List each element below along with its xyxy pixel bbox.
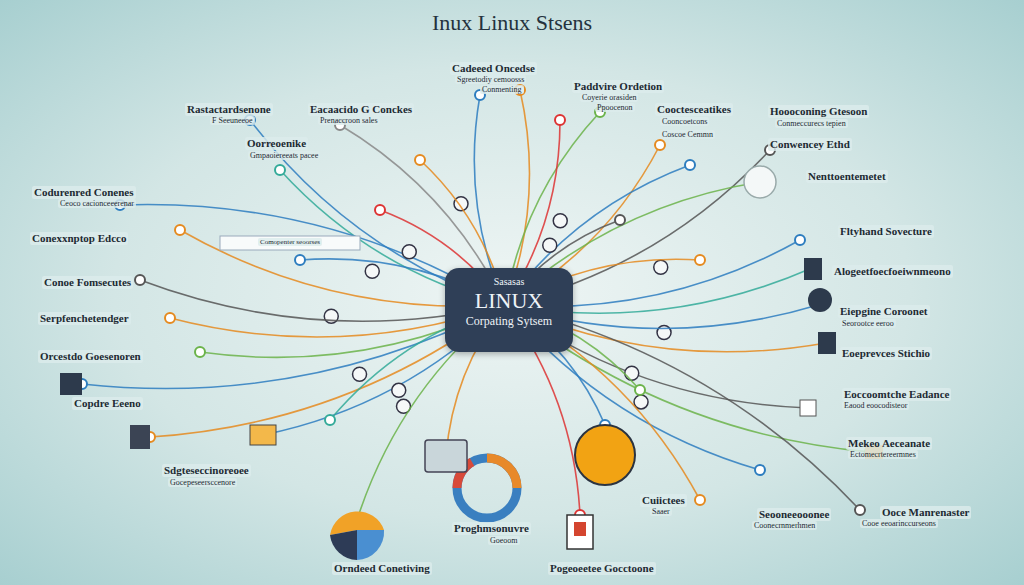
topic-label: Pogeoeetee Gocctoone bbox=[548, 562, 656, 575]
topic-label: Oorreoenike bbox=[245, 137, 308, 150]
node-text: LINUX bbox=[455, 288, 563, 314]
topic-label: Eiepgine Coroonet bbox=[838, 305, 930, 318]
topic-sublabel: Ectomecrtereermnes bbox=[848, 450, 918, 459]
topic-label: Seooneeooonee bbox=[757, 508, 831, 521]
topic-label: Rastactardsenone bbox=[185, 103, 273, 116]
topic-sublabel: Gocepeseersccenore bbox=[168, 478, 237, 487]
diagram-title: Inux Linux Stsens bbox=[0, 10, 1024, 36]
bottom-icons bbox=[60, 166, 883, 560]
topic-label: Nenttoentemetet bbox=[806, 170, 888, 183]
topic-sublabel: Coyerie orasiden bbox=[580, 93, 638, 102]
topic-sublabel: Coonecrnmerhmen bbox=[752, 521, 817, 530]
topic-label: Eoccoomtche Eadance bbox=[842, 388, 951, 401]
topic-sublabel: Seorootce eeroo bbox=[840, 319, 896, 328]
topic-label: Mekeo Aeceanate bbox=[846, 437, 932, 450]
connector-lines bbox=[77, 85, 875, 525]
topic-sublabel: Eaood eoocodisteor bbox=[842, 401, 909, 410]
topic-label: Conwencey Ethd bbox=[768, 138, 852, 151]
topic-label: Conexxnptop Edcco bbox=[30, 232, 128, 245]
topic-sublabel: Cooncoetcons bbox=[660, 117, 709, 126]
topic-label: Ooce Manrenaster bbox=[880, 506, 971, 519]
topic-sublabel: Ppoocenon bbox=[595, 103, 635, 112]
topic-label: Serpfenchetendger bbox=[38, 312, 131, 325]
topic-sublabel: Saaer bbox=[650, 507, 672, 516]
topic-sublabel: Sgreetodiy cemoosss bbox=[455, 75, 526, 84]
topic-sublabel: Conmenting bbox=[480, 85, 524, 94]
topic-label: Orcestdo Goesenoren bbox=[38, 350, 143, 363]
topic-label: Proghmsonuvre bbox=[452, 522, 531, 535]
topic-sublabel: Ceoco cacionceeerenar bbox=[58, 199, 136, 208]
center-box: SasasasLINUXCorpating Sytsem bbox=[445, 268, 573, 352]
topic-label: Eoeprevces Stichio bbox=[840, 347, 932, 360]
topic-sublabel: Prenaccroon sales bbox=[318, 116, 380, 125]
topic-label: Hoooconing Gtesoon bbox=[768, 105, 869, 118]
topic-label: Alogeetfoecfoeiwnmeono bbox=[832, 265, 953, 278]
topic-sublabel: Coscoe Cemmn bbox=[660, 130, 715, 139]
topic-label: Eacaacido G Conckes bbox=[308, 103, 414, 116]
topic-label: Paddvire Ordetion bbox=[572, 80, 664, 93]
topic-sublabel: Cooe eeoarinccurseons bbox=[860, 519, 938, 528]
topic-label: Cooctesceatikes bbox=[655, 103, 733, 116]
topic-sublabel: F Seeuneeoe bbox=[210, 116, 255, 125]
topic-label: Cadeeed Oncedse bbox=[450, 62, 537, 75]
node-text: Sasasas bbox=[455, 276, 563, 288]
node-text: Corpating Sytsem bbox=[455, 314, 563, 328]
topic-label: Cuiictees bbox=[640, 494, 687, 507]
topic-sublabel: Comopenter seoorses bbox=[258, 238, 322, 246]
topic-sublabel: Conmeccurecs tepien bbox=[775, 119, 848, 128]
topic-label: Codurenred Conenes bbox=[32, 186, 136, 199]
topic-label: Orndeed Conetiving bbox=[332, 562, 432, 575]
topic-label: Sdgteseccinoreoee bbox=[162, 464, 251, 477]
topic-sublabel: Goeoom bbox=[488, 536, 520, 545]
topic-label: Fltyhand Sovecture bbox=[838, 225, 934, 238]
topic-sublabel: Gmpaoiereeats pacee bbox=[248, 151, 320, 160]
topic-label: Conoe Fomsecutes bbox=[42, 276, 133, 289]
topic-label: Copdre Eeeno bbox=[72, 397, 143, 410]
